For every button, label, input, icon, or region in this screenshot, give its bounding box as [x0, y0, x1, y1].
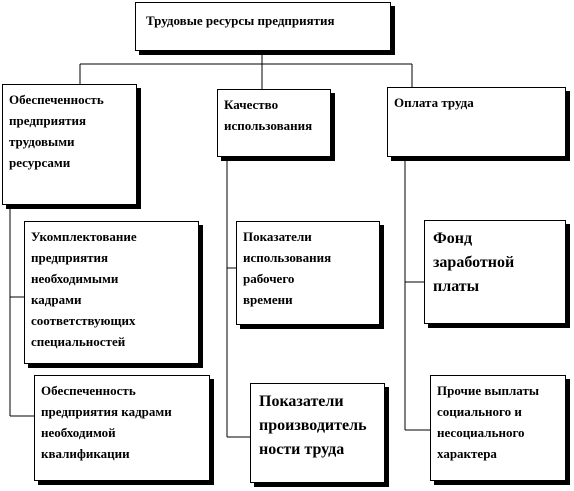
- child-box-staffing-specialties: Укомплектование предприятия необходимыми…: [24, 221, 199, 364]
- child-box-wage-fund: Фонд заработной платы: [424, 220, 566, 324]
- child-box-work-time-indicators: Показатели использования рабочего времен…: [236, 221, 380, 325]
- branch-box-labor-pay: Оплата труда: [387, 87, 566, 157]
- branch-box-staffing: Обеспеченность предприятия трудовыми рес…: [2, 84, 137, 205]
- child-box-staffing-qualification: Обеспеченность предприятия кадрами необх…: [34, 375, 210, 481]
- child-box-productivity-indicators: Показатели производитель ности труда: [250, 383, 385, 483]
- root-box: Трудовые ресурсы предприятия: [135, 2, 391, 51]
- branch-box-usage-quality: Качество использования: [217, 89, 331, 157]
- child-box-other-payments: Прочие выплаты социального и несоциально…: [430, 375, 566, 481]
